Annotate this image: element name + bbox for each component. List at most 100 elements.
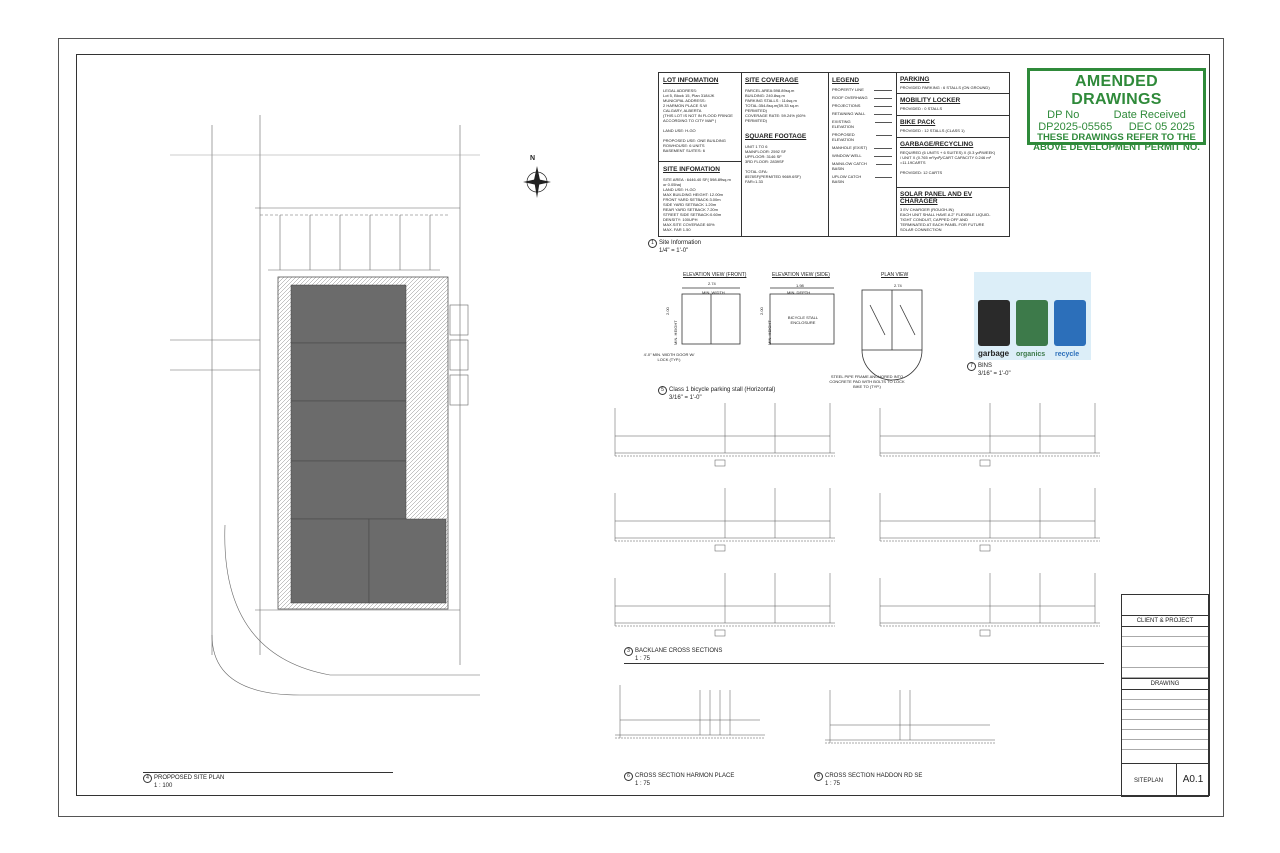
garbage-bin-icon [978, 300, 1010, 346]
view-title-text: BACKLANE CROSS SECTIONS [635, 648, 723, 654]
legend-item: PROPOSED ELEVATION [832, 132, 892, 142]
lot-info-column: LOT INFOMATION LEGAL ADDRESS:Lot 5, Bloc… [659, 73, 742, 236]
garbage-line: / UNIT X (0.765 m³/yd³)/CART CAPACITY 0.… [900, 155, 991, 160]
stamp-dp-number: DP2025-05565 [1038, 121, 1113, 133]
garbage-line: REQUIRED (6 UNITS + 6 SUITES) X (0.3 yd³… [900, 150, 996, 155]
view-number: 8 [814, 772, 823, 781]
mobility-title: MOBILITY LOCKER [900, 97, 961, 104]
square-footage-line: UNIT 1 TO 6 [745, 144, 768, 149]
view-title-text: PROPPOSED SITE PLAN [154, 775, 225, 781]
legend-symbol-icon [875, 132, 892, 136]
site-coverage-line: PERMITED) [745, 108, 767, 113]
drawing-frame [76, 54, 1210, 796]
solar-line: EACH UNIT SHALL HAVE A 2" FLEXIBLE LIQUI… [900, 212, 991, 217]
bike-stall-details [681, 287, 923, 381]
bike-side-height: 2.00 [759, 307, 764, 315]
section-line [979, 629, 991, 637]
site-coverage-line: PARCEL AREA:598.89sq.m [745, 88, 795, 93]
backlane-cross-sections [614, 403, 1100, 637]
lot-info-line: CALGARY, ALBERTA [663, 108, 702, 113]
title-block-row [1122, 710, 1208, 720]
lot-info-line: BASEMENT SUITES: 6 [663, 148, 705, 153]
title-block-row [1122, 690, 1208, 700]
north-label: N [530, 155, 536, 162]
legend-item-label: MAIN/LOW CATCH BASIN [832, 161, 867, 171]
square-footage-line: TOTAL GFA: [745, 169, 768, 174]
solar-lines: 3 EV CHARGER (ROUGH-IN)EACH UNIT SHALL H… [900, 207, 1005, 232]
sheet-name: SITEPLAN [1134, 778, 1164, 784]
legend-item-label: MANHOLE (EXIST) [832, 145, 868, 150]
view-scale: 1 : 100 [154, 783, 173, 789]
garbage-lines: REQUIRED (6 UNITS + 6 SUITES) X (0.3 yd³… [900, 150, 1005, 175]
lot-info-line: MUNICIPAL ADDRESS: [663, 98, 706, 103]
amended-drawings-stamp: AMENDED DRAWINGS DP No Date Received DP2… [1027, 68, 1206, 153]
legend-item-label: PROPOSED ELEVATION [832, 132, 855, 142]
recycle-bin-icon [1054, 300, 1086, 346]
lot-info-line: Lot 5, Block 15, Plan 3184JK [663, 93, 715, 98]
legend-symbol-icon [874, 95, 892, 99]
bike-frame-note: STEEL PIPE FRAME ANCHORED INTO CONCRETE … [829, 374, 905, 389]
legend-item: UPLOW CATCH BASIN [832, 174, 892, 184]
bike-front-min-width: MIN. WIDTH [702, 290, 725, 295]
title-block-row [1122, 730, 1208, 740]
bike-side-min-depth: MIN. DEPTH [787, 290, 811, 295]
legend-item-label: RETAINING WALL [832, 111, 866, 116]
site-info-line: REAR YARD SETBACK 7.20m [663, 207, 718, 212]
garbage-line: PROVIDED: 12 CARTS [900, 170, 943, 175]
square-footage-line: 8578SF(PERMITED 9669.6SF) [745, 174, 801, 179]
legend-item-label: WINDOW WELL [832, 153, 862, 158]
site-coverage-title: SITE COVERAGE [745, 77, 799, 84]
view-number: 6 [624, 772, 633, 781]
requirements-column: PARKING PROVIDED PARKING : 6 STALLS (ON … [896, 73, 1009, 236]
section-line [714, 544, 726, 552]
lot-info-line: PROPOSED USE: ONE BUILDING [663, 138, 726, 143]
solar-line: TERMINATED AT EACH PANEL FOR FUTURE [900, 222, 985, 227]
site-coverage-line: TOTAL:354.8sq.m(59.33 sq.m [745, 103, 799, 108]
square-footage-line: UPFLOOR: 3146 SF [745, 154, 782, 159]
bike-front-view-title: ELEVATION VIEW (FRONT) [683, 272, 747, 278]
site-coverage-line: PERMITED) [745, 118, 767, 123]
site-info-line: SITE AREA : 6446.40 SF( 598.89sq.m [663, 177, 731, 182]
lot-info-line: LEGAL ADDRESS: [663, 88, 698, 93]
legend-symbol-icon [874, 174, 892, 178]
legend-symbol-icon [874, 145, 892, 149]
view-scale: 1 : 75 [635, 781, 651, 787]
square-footage-title: SQUARE FOOTAGE [745, 133, 807, 140]
view-number: 3 [624, 647, 633, 656]
title-block-row [1122, 647, 1208, 668]
section-line [979, 544, 991, 552]
view-title-text: Class 1 bicycle parking stall (Horizonta… [669, 387, 776, 393]
lot-info-line: 2 HARMON PLACE S.W [663, 103, 708, 108]
title-block-row [1122, 668, 1208, 678]
view-scale: 3/16" = 1'-0" [669, 395, 702, 401]
parking-text: PROVIDED PARKING : 6 STALLS (ON GROUND) [900, 85, 990, 90]
bike-side-min-height: MIN. HEIGHT [767, 320, 772, 345]
legend-item: WINDOW WELL [832, 153, 892, 158]
legend-item: ROOF OVERHANG [832, 95, 892, 100]
bike-pack-title: BIKE PACK [900, 119, 936, 126]
bike-pack-text: PROVIDED : 12 STALLS (CLASS 1) [900, 128, 965, 133]
legend-item-label: PROPERTY LINE [832, 87, 864, 92]
legend-item-label: EXISTING ELEVATION [832, 119, 854, 129]
square-footage-line: FAR=1.33 [745, 179, 763, 184]
site-information-table: LOT INFOMATION LEGAL ADDRESS:Lot 5, Bloc… [658, 72, 1010, 237]
view-title-text: CROSS SECTION HADDON RD SE [825, 773, 923, 779]
bike-side-depth: 1.98 [796, 283, 804, 288]
mobility-text: PROVIDED : 0 STALLS [900, 106, 943, 111]
legend-item: MANHOLE (EXIST) [832, 145, 892, 150]
site-info-title: SITE INFOMATION [663, 166, 720, 173]
section-line [979, 459, 991, 467]
lot-info-line: ROWHOUSE: 6 UNITS [663, 143, 705, 148]
section-line [714, 629, 726, 637]
garbage-title: GARBAGE/RECYCLING [900, 141, 974, 148]
section-line [714, 459, 726, 467]
square-footage-line: MAINFLOOR: 2592 SF [745, 149, 787, 154]
